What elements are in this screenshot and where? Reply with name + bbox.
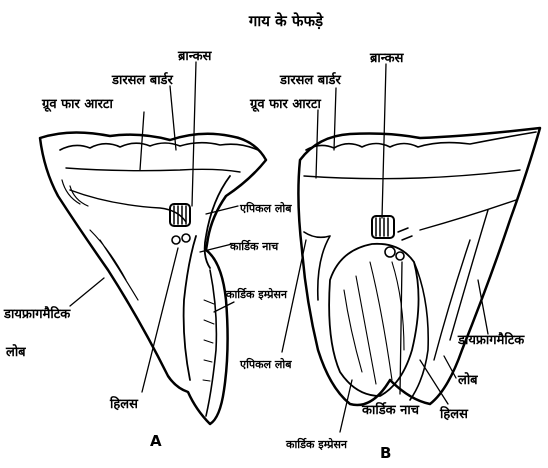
label-a-cardiac-notch: कार्डिक नाच [229,239,279,253]
lung-b-cardiac-notch [410,262,428,400]
panel-b-letter: B [380,444,391,462]
label-b-diaphragmatic-2: लोब [457,372,478,388]
lung-b-groove [304,170,520,179]
panel-a-letter: A [150,432,162,450]
lung-a-dorsal-border [60,143,258,150]
lung-a-apical-lobe [205,176,230,268]
diagram-title: गाय के फेफड़े [248,12,324,30]
lung-a-groove [66,168,240,172]
label-a-cardiac-impression: कार्डिक इम्प्रेसन [225,287,288,301]
label-b-apical-lobe: एपिकल लोब [239,357,292,371]
label-a-diaphragmatic-2: लोब [5,344,26,360]
label-a-groove-aorta: ग्रूव फार आरटा [41,97,113,112]
label-b-cardiac-notch: कार्डिक नाच [361,402,420,418]
label-b-bronchus: ब्रान्कस [369,51,405,66]
lung-a-impression-hatch [203,300,214,381]
label-a-dorsal-border: डारसल बार्डर [111,72,174,88]
label-b-diaphragmatic-1: डायफ्रागमैटिक [457,332,525,348]
lung-b-outline [298,128,540,405]
label-a-diaphragmatic-1: डायफ्रागमैटिक [3,306,71,322]
lung-b-impression-shading [344,262,404,384]
label-b-groove-aorta: ग्रूव फार आरटा [249,97,321,112]
lung-a-bronchus [170,204,190,244]
label-a-hilus: हिलस [109,396,139,412]
label-b-cardiac-impression: कार्डिक इम्प्रेसन [285,437,348,451]
lung-a-outline [40,132,266,424]
lung-b-apical-lobe [304,232,330,300]
lung-a-cardiac-notch [184,236,196,380]
lung-b-drawing [282,64,540,432]
label-b-hilus: हिलस [439,406,469,422]
label-a-bronchus: ब्रान्कस [177,49,213,64]
label-b-dorsal-border: डारसल बार्डर [279,72,342,88]
lung-a-cardiac-impression [206,270,216,416]
label-a-apical-lobe: एपिकल लोब [239,201,292,215]
